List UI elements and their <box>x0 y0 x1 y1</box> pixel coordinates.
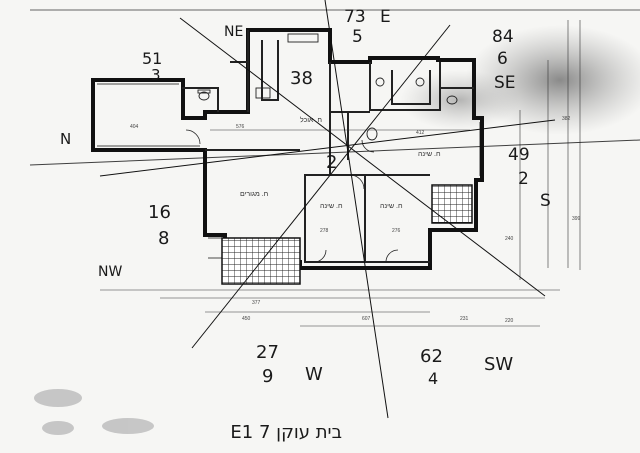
dim-label: 399 <box>572 216 581 222</box>
annotation-ne-num: 38 <box>290 68 313 89</box>
caption-text: בית עוקן 7 E1 <box>230 422 342 443</box>
annotation-w-num: 16 <box>148 202 171 223</box>
annotation-e-num: 6 <box>497 49 508 69</box>
dim-label: 450 <box>242 316 251 322</box>
dim-label: 382 <box>562 116 571 122</box>
dim-label: 412 <box>416 130 425 136</box>
annotation-e-num: 84 <box>492 27 514 47</box>
annotation-sw-label: SW <box>484 354 513 375</box>
fixtures <box>197 33 458 141</box>
annotation-s-num: 49 <box>508 145 530 165</box>
room-label-living: ח. מגורים <box>240 191 269 198</box>
annotation-w-num: 8 <box>158 228 169 249</box>
dim-label: 278 <box>320 228 329 234</box>
dim-label: 231 <box>460 316 469 322</box>
dim-label: 240 <box>505 236 514 242</box>
room-label-kitchen: ח. אוכל <box>300 116 322 124</box>
annotation-sw-num: 9 <box>262 366 273 387</box>
annotation-n-num: 51 <box>142 49 162 68</box>
annotation-w-label: W <box>305 364 323 385</box>
annotation-ne-letter: E <box>380 7 391 27</box>
room-label-bedroom-east: ח. שינה <box>380 203 403 210</box>
annotation-ne-label: NE <box>224 24 243 40</box>
dim-label: 404 <box>130 124 139 130</box>
annotation-s-label: S <box>540 191 551 211</box>
annotation-sw-num: 27 <box>256 342 279 363</box>
scan-blobs <box>34 389 154 435</box>
annotation-sww-num: 4 <box>428 369 438 388</box>
room-label-bedroom-right: ח. שינה <box>418 151 441 158</box>
dim-label: 607 <box>362 316 371 322</box>
inner-walls <box>182 30 474 263</box>
annotation-n-label: N <box>60 130 71 148</box>
dimension-lines <box>100 20 581 327</box>
room-label-bedroom-mid: ח. שינה <box>320 203 343 210</box>
terrace-tiles-se <box>431 184 473 224</box>
annotation-ne-num: 5 <box>352 27 363 47</box>
dim-label: 220 <box>505 318 514 324</box>
annotation-center-num: 2 <box>326 152 337 173</box>
compass-rays <box>29 0 640 419</box>
dim-label: 377 <box>252 300 261 306</box>
annotation-n-num: 3 <box>151 66 161 84</box>
annotation-e-label: SE <box>494 73 516 93</box>
dim-label: 576 <box>236 124 245 130</box>
annotation-nw-label: NW <box>98 264 122 280</box>
annotation-sww-num: 62 <box>420 346 443 367</box>
dim-label: 276 <box>392 228 401 234</box>
annotation-s-num: 2 <box>518 169 529 189</box>
annotation-ne-num: 73 <box>344 7 366 27</box>
